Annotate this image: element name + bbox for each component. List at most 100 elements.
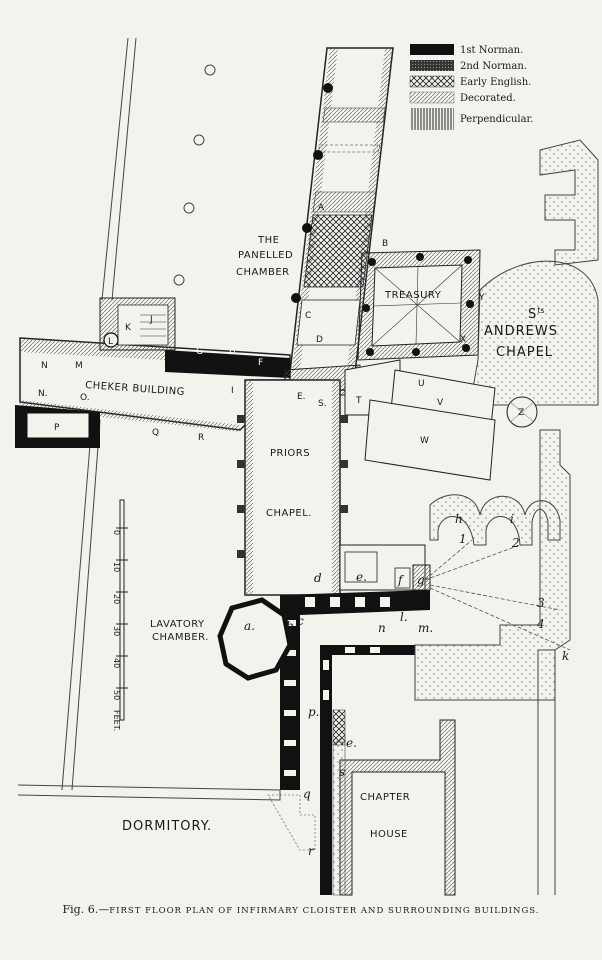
key-v: V	[437, 398, 444, 408]
key-m: M	[75, 361, 83, 371]
key-italic-f: f	[397, 573, 405, 587]
key-d: D	[316, 335, 323, 345]
scale-20: 20	[112, 594, 121, 604]
key-q: Q	[152, 428, 159, 438]
label-chamber: CHAMBER	[236, 267, 290, 278]
bottom-boundary	[17, 784, 281, 801]
key-n: N	[41, 361, 48, 371]
key-italic-k: k	[562, 649, 569, 663]
key-c: C	[305, 311, 311, 321]
key-italic-e2: e.	[346, 736, 357, 750]
legend-swatch-early-english	[409, 75, 455, 88]
caption-fig: Fig. 6.—	[62, 903, 110, 916]
key-italic-r: r	[308, 844, 315, 858]
panelled-chamber-wing	[287, 47, 394, 391]
key-h: H	[229, 347, 236, 357]
key-r: R	[198, 433, 204, 443]
key-italic-s: s	[339, 765, 345, 779]
scale-30: 30	[112, 626, 121, 636]
key-s: S.	[318, 399, 327, 409]
key-u: U	[418, 379, 425, 389]
sight-lines	[424, 539, 571, 651]
key-o: O.	[80, 393, 90, 403]
key-a: A	[318, 203, 325, 213]
label-panelled: PANELLED	[238, 250, 293, 261]
st-andrews-chapel	[469, 139, 599, 406]
legend-label-1st-norman: 1st Norman.	[460, 45, 523, 56]
label-the: THE	[257, 235, 279, 246]
label-lavatory-chamber: CHAMBER.	[152, 632, 209, 643]
cheker-building	[15, 297, 291, 448]
key-italic-n: n	[378, 621, 386, 635]
legend-swatch-1st-norman	[410, 44, 454, 55]
key-l: L	[108, 337, 113, 347]
key-italic-e: e.	[356, 570, 367, 584]
caption-text: FIRST FLOOR PLAN OF INFIRMARY CLOISTER A…	[109, 906, 540, 916]
key-line-3: 3	[537, 596, 545, 610]
key-line-2: 2	[511, 536, 520, 550]
scale-0: 0	[112, 530, 121, 535]
key-i: I	[231, 386, 234, 396]
key-z: Z	[518, 408, 524, 418]
cloister-walls	[280, 544, 431, 895]
label-dormitory: DORMITORY.	[122, 819, 212, 834]
boundary-lines	[61, 37, 137, 791]
label-house: HOUSE	[370, 829, 408, 840]
key-p: P	[54, 423, 60, 433]
key-w: W	[420, 436, 429, 446]
scale-unit: FEET.	[112, 710, 121, 731]
legend-label-2nd-norman: 2nd Norman.	[460, 61, 527, 72]
label-chapel-standrews: CHAPEL	[496, 345, 553, 360]
key-italic-a: a.	[244, 619, 255, 633]
key-f: F	[258, 358, 263, 368]
chapter-house	[267, 719, 456, 896]
key-t: T	[355, 396, 362, 406]
scale-40: 40	[112, 658, 121, 668]
italic-keys: a. b c d e. f g h i k l. m. n p. q r s e…	[244, 512, 569, 858]
key-e: E.	[297, 392, 306, 402]
lavatory-chamber	[217, 597, 293, 681]
scale-10: 10	[112, 562, 121, 572]
scale-50: 50	[112, 690, 121, 700]
key-italic-m: m.	[418, 621, 433, 635]
east-arcade	[414, 429, 571, 895]
key-italic-q: q	[303, 787, 311, 801]
key-x: X	[460, 335, 466, 345]
legend-label-early-english: Early English.	[460, 77, 531, 88]
key-n-dot: N.	[38, 389, 48, 399]
letter-keys: A B C D E. S. F G H I J K L M N N. O. P …	[38, 203, 524, 446]
priors-chapel	[237, 379, 348, 596]
key-italic-b: b	[286, 619, 294, 633]
legend-swatch-decorated	[409, 91, 455, 104]
key-italic-g: g	[417, 573, 425, 587]
label-treasury: TREASURY	[384, 290, 442, 301]
label-chapter: CHAPTER	[360, 792, 410, 803]
key-b: B	[382, 239, 388, 249]
key-italic-p: p.	[308, 705, 320, 719]
legend-swatch-2nd-norman	[410, 60, 454, 71]
label-andrews: ANDREWS	[484, 324, 558, 339]
room-labels: THE PANELLED CHAMBER TREASURY Sts ANDREW…	[85, 235, 558, 840]
label-st: Sts	[528, 306, 546, 322]
legend-label-decorated: Decorated.	[460, 93, 516, 104]
key-italic-i: i	[510, 512, 514, 526]
figure-caption: Fig. 6.—FIRST FLOOR PLAN OF INFIRMARY CL…	[0, 903, 602, 916]
scale-labels: 0 10 20 30 40 50 FEET.	[112, 530, 121, 731]
treasury	[357, 249, 481, 361]
label-lavatory: LAVATORY	[150, 619, 205, 630]
label-chapel-priors: CHAPEL.	[266, 508, 312, 519]
key-italic-l: l.	[400, 610, 408, 624]
key-j: J	[149, 315, 153, 325]
key-g: G	[196, 347, 203, 357]
legend: 1st Norman. 2nd Norman. Early English. D…	[409, 44, 533, 130]
key-line-4: 4	[536, 617, 545, 631]
well-circles	[173, 64, 216, 286]
key-italic-d: d	[314, 571, 322, 585]
key-y: Y	[478, 293, 485, 303]
legend-swatch-perpendicular	[410, 108, 454, 130]
key-italic-c: c	[297, 614, 304, 628]
key-k: K	[125, 323, 132, 333]
key-line-1: 1	[459, 532, 467, 546]
label-priors: PRIORS	[270, 448, 310, 459]
